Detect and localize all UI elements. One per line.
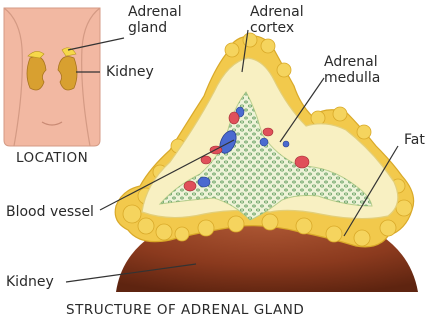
label-adrenal-cortex: Adrenal cortex bbox=[250, 4, 310, 36]
label-location: LOCATION bbox=[16, 150, 88, 166]
label-fat: Fat bbox=[404, 132, 425, 148]
label-adrenal-medulla: Adrenal medulla bbox=[324, 54, 384, 86]
label-blood-vessel: Blood vessel bbox=[6, 204, 94, 220]
label-adrenal-gland-inset: Adrenal gland bbox=[128, 4, 188, 36]
inset-kidney-left-icon bbox=[27, 57, 46, 91]
inset-kidney-right-icon bbox=[58, 57, 77, 91]
caption: STRUCTURE OF ADRENAL GLAND bbox=[66, 302, 304, 318]
label-kidney: Kidney bbox=[6, 274, 54, 290]
label-kidney-inset: Kidney bbox=[106, 64, 154, 80]
